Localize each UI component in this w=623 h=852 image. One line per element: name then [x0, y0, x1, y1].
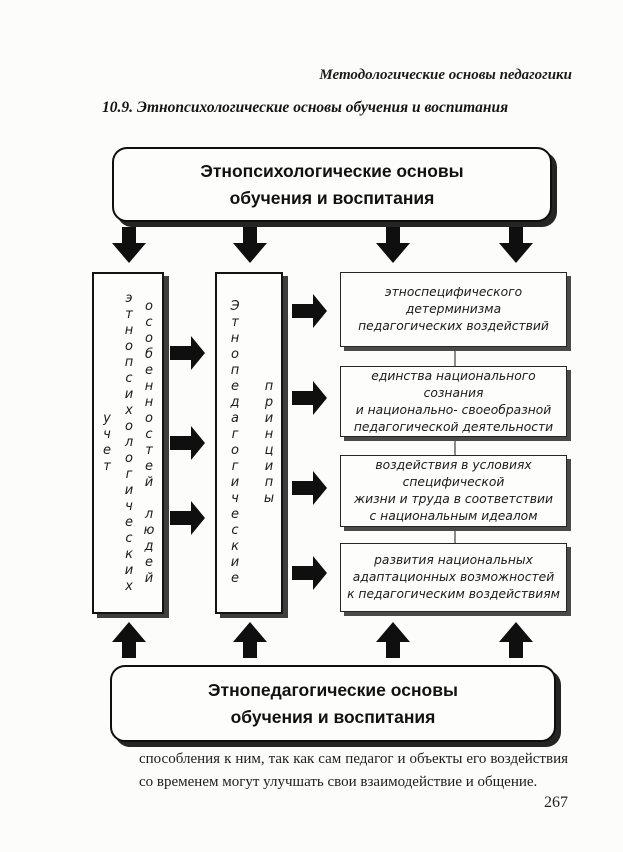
arrow-up-icon	[233, 622, 267, 658]
body-text: способления к ним, так как сам педагог и…	[139, 751, 568, 791]
principle-box-1-text: этноспецифического детерминизма педагоги…	[358, 285, 549, 333]
arrow-down-icon	[499, 227, 533, 263]
arrow-right-icon	[292, 556, 327, 590]
principle-box-4: развития национальных адаптационных возм…	[340, 543, 567, 612]
arrow-up-icon	[499, 622, 533, 658]
arrow-right-icon	[170, 336, 205, 370]
arrow-down-icon	[112, 227, 146, 263]
left-box-word-ethnopsychological: э т н о п с и х о л о г и ч е с к и х	[124, 291, 134, 594]
arrow-up-icon	[112, 622, 146, 658]
middle-box-word-principles: п р и н ц и п ы	[263, 379, 275, 506]
running-header: Методологические основы педагогики	[319, 67, 572, 83]
arrow-down-icon	[233, 227, 267, 263]
arrow-right-icon	[292, 471, 327, 505]
arrow-up-icon	[376, 622, 410, 658]
principle-box-4-text: развития национальных адаптационных возм…	[347, 553, 560, 601]
middle-box-word-ethnopedagogical: Э т н о п е д а г о г и ч е с к и е	[230, 299, 240, 586]
arrow-right-icon	[292, 381, 327, 415]
top-box: Этнопсихологические основы обучения и во…	[112, 147, 552, 222]
principle-box-1: этноспецифического детерминизма педагоги…	[340, 272, 567, 347]
arrow-down-icon	[376, 227, 410, 263]
middle-box: Э т н о п е д а г о г и ч е с к и е п р …	[215, 272, 283, 614]
bottom-box-title: Этнопедагогические основы обучения и вос…	[208, 679, 458, 727]
left-box-word-uchet: у ч е т	[103, 411, 111, 474]
principle-box-3: воздействия в условиях специфической жиз…	[340, 455, 567, 527]
arrow-right-icon	[170, 426, 205, 460]
principle-box-3-text: воздействия в условиях специфической жиз…	[354, 458, 553, 523]
page-number: 267	[544, 794, 568, 811]
principle-box-2: единства национального сознания и национ…	[340, 366, 567, 437]
left-box-word-osobennostey-lyudey: о с о б е н н о с т е й л ю д е й	[143, 299, 155, 586]
principle-box-2-text: единства национального сознания и национ…	[353, 368, 554, 434]
section-title: 10.9. Этнопсихологические основы обучени…	[102, 99, 509, 116]
left-box: у ч е т э т н о п с и х о л о г и ч е с …	[92, 272, 164, 614]
bottom-box: Этнопедагогические основы обучения и вос…	[110, 665, 556, 742]
arrow-right-icon	[170, 501, 205, 535]
top-box-title: Этнопсихологические основы обучения и во…	[200, 160, 464, 208]
arrow-right-icon	[292, 294, 327, 328]
